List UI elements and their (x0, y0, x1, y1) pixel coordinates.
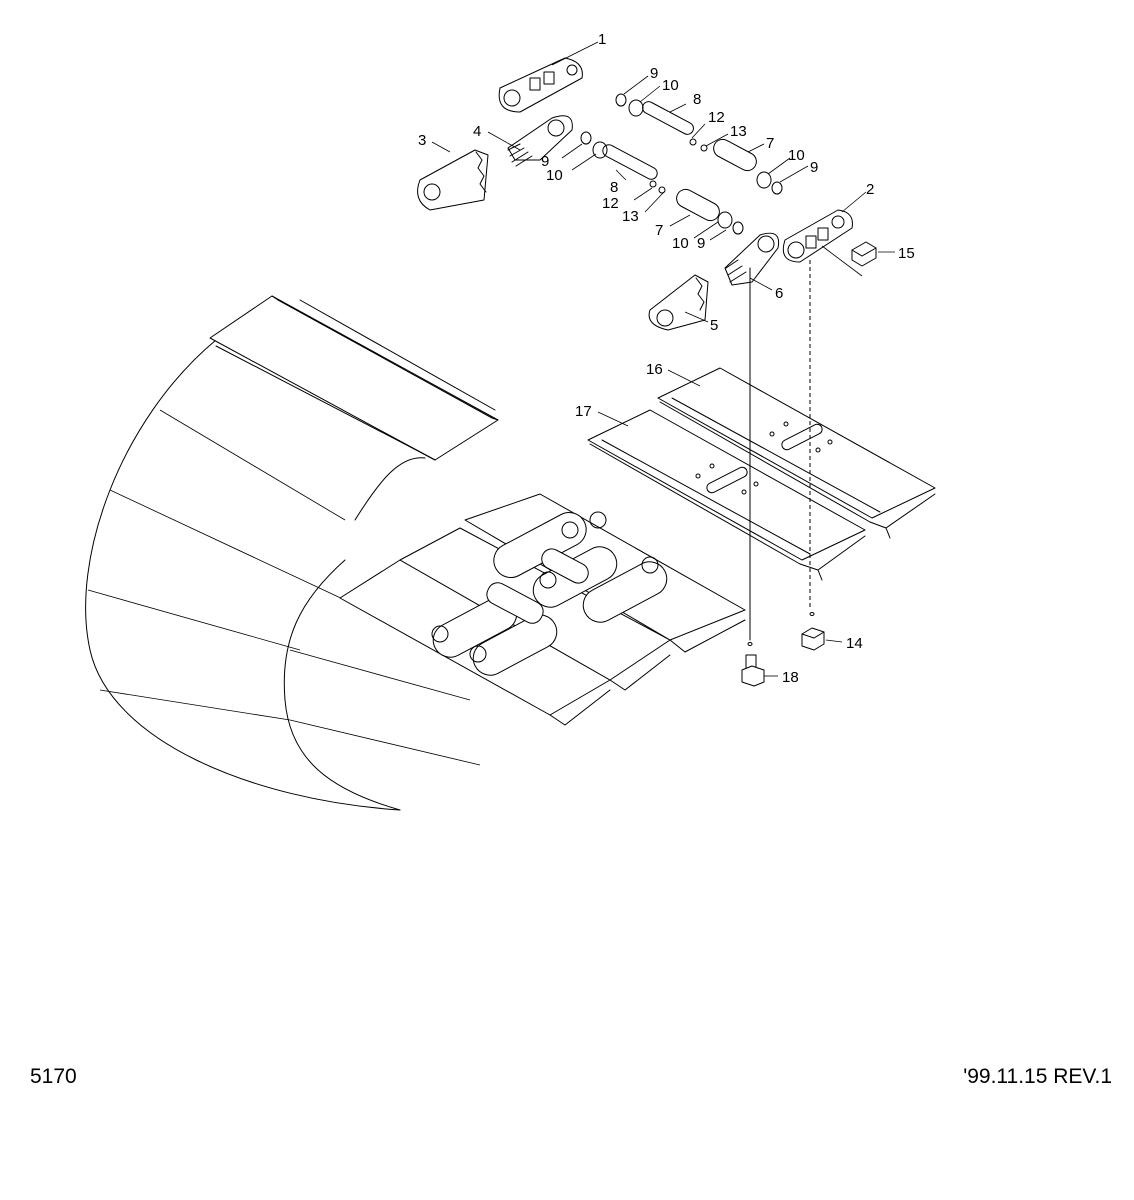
callout-18: 18 (782, 669, 799, 686)
shoe-part-17 (587, 409, 866, 581)
link-part-3 (417, 149, 489, 211)
link-part-2 (782, 209, 853, 263)
callout-13-lower: 13 (622, 208, 639, 225)
callout-9-b: 9 (810, 159, 818, 176)
callout-2: 2 (866, 181, 874, 198)
callout-5: 5 (710, 317, 718, 334)
seal-rings (580, 93, 783, 235)
callout-8-upper: 8 (693, 91, 701, 108)
callout-15: 15 (898, 245, 915, 262)
callout-10-d: 10 (672, 235, 689, 252)
pin-part-8-lower (602, 144, 658, 180)
drawing-number: 5170 (30, 1065, 77, 1088)
bushing-part-7-lower (676, 188, 720, 222)
callout-10-c: 10 (546, 167, 563, 184)
callout-7-upper: 7 (766, 135, 774, 152)
callout-3: 3 (418, 132, 426, 149)
callout-12-upper: 12 (708, 109, 725, 126)
callout-16: 16 (646, 361, 663, 378)
belt-shoe-plate (209, 295, 499, 461)
leader-lines (431, 41, 895, 677)
track-belt-outline (85, 339, 481, 811)
callout-4: 4 (473, 123, 481, 140)
shoe-part-16 (657, 367, 936, 539)
callout-labels: 1 2 3 4 5 6 7 7 8 8 9 9 9 9 10 10 10 10 … (418, 31, 915, 686)
callout-9-c: 9 (541, 153, 549, 170)
bushing-part-7-upper (713, 138, 757, 172)
callout-8-lower: 8 (610, 179, 618, 196)
callout-10-a: 10 (662, 77, 679, 94)
revision-date: '99.11.15 REV.1 (963, 1065, 1112, 1088)
link-part-1 (498, 57, 583, 113)
nut-part-14 (801, 612, 825, 651)
callout-7-lower: 7 (655, 222, 663, 239)
callout-12-lower: 12 (602, 195, 619, 212)
link-part-5 (648, 274, 709, 331)
callout-10-b: 10 (788, 147, 805, 164)
callout-17: 17 (575, 403, 592, 420)
pin-part-8-upper (642, 101, 694, 135)
callout-9-a: 9 (650, 65, 658, 82)
callout-14: 14 (846, 635, 863, 652)
nut-part-15 (851, 241, 877, 267)
callout-6: 6 (775, 285, 783, 302)
callout-9-d: 9 (697, 235, 705, 252)
track-chain-section (339, 493, 746, 726)
callout-13-upper: 13 (730, 123, 747, 140)
bolt-part-18 (741, 642, 765, 687)
callout-1: 1 (598, 31, 606, 48)
link-part-6 (724, 232, 780, 286)
